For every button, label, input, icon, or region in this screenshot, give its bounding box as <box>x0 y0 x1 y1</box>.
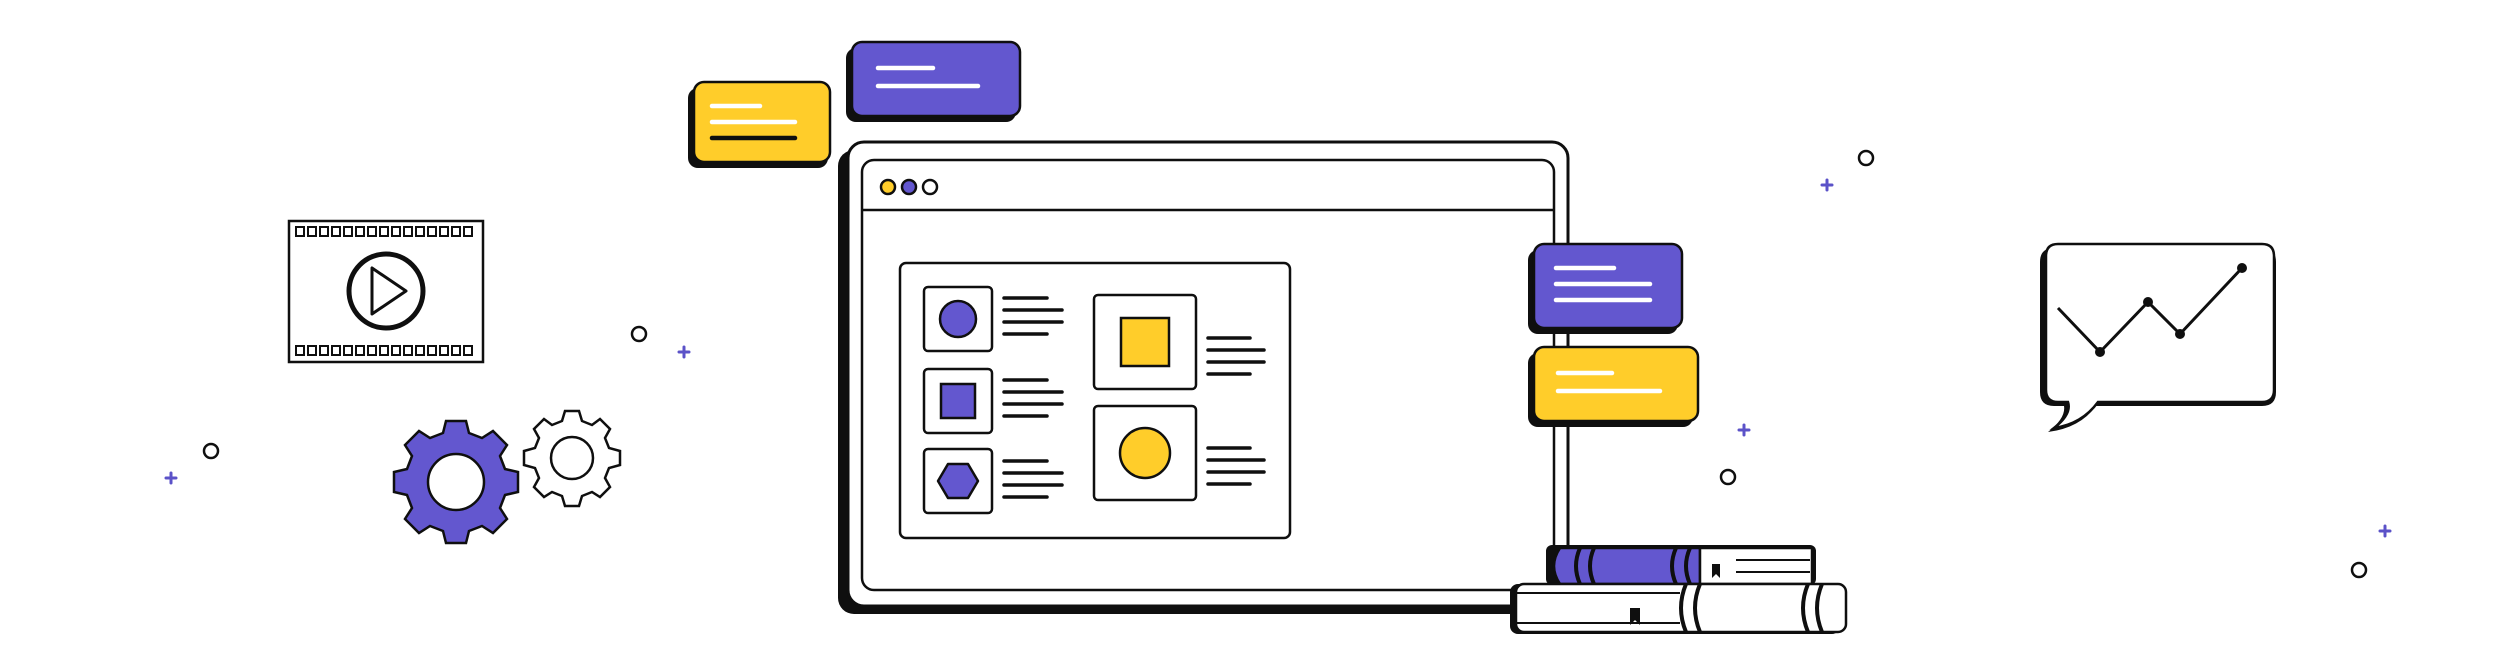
list-item <box>922 367 1064 435</box>
decor-circle <box>2350 561 2368 579</box>
sparkle-icon <box>1737 423 1751 437</box>
window-controls <box>879 178 939 196</box>
bookmark-icon <box>1630 608 1640 625</box>
film-sprockets-top <box>295 226 473 237</box>
decor-circle <box>1857 149 1875 167</box>
bookmark-icon <box>1712 564 1720 578</box>
circle-shape-icon <box>1118 426 1172 480</box>
book-icon <box>1510 582 1848 634</box>
film-sprockets-bottom <box>295 345 473 356</box>
decor-circle <box>630 325 648 343</box>
decor-circle <box>202 442 220 460</box>
sparkle-icon <box>1820 178 1834 192</box>
window-dot-white <box>921 178 939 196</box>
sparkle-icon <box>164 471 178 485</box>
decor-circles <box>202 149 2368 579</box>
chat-bubble <box>688 80 832 168</box>
square-shape-icon <box>939 382 977 420</box>
circle-shape-icon <box>938 299 978 339</box>
content-panel <box>898 261 1292 540</box>
chat-bubble <box>1528 242 1684 334</box>
chat-bubble <box>846 40 1022 122</box>
square-shape-icon <box>1119 316 1171 368</box>
line-chart-icon <box>2056 263 2247 357</box>
decor-sparkles <box>164 178 2392 538</box>
card <box>1092 293 1266 391</box>
book-icon <box>1546 545 1816 586</box>
card <box>1092 404 1266 502</box>
window-dot-purple <box>900 178 918 196</box>
film-strip-icon <box>287 219 485 364</box>
hexagon-shape-icon <box>936 462 980 500</box>
chat-bubble <box>2040 242 2276 432</box>
decor-circle <box>1719 468 1737 486</box>
sparkle-icon <box>2378 524 2392 538</box>
chat-bubble <box>1528 345 1700 427</box>
play-icon <box>346 251 426 331</box>
gear-icon <box>392 419 520 545</box>
window-dot-yellow <box>879 178 897 196</box>
list-item <box>922 447 1064 515</box>
gear-icon <box>522 409 622 508</box>
list-item <box>922 285 1064 353</box>
browser-window <box>838 140 1570 614</box>
sparkle-icon <box>677 345 691 359</box>
